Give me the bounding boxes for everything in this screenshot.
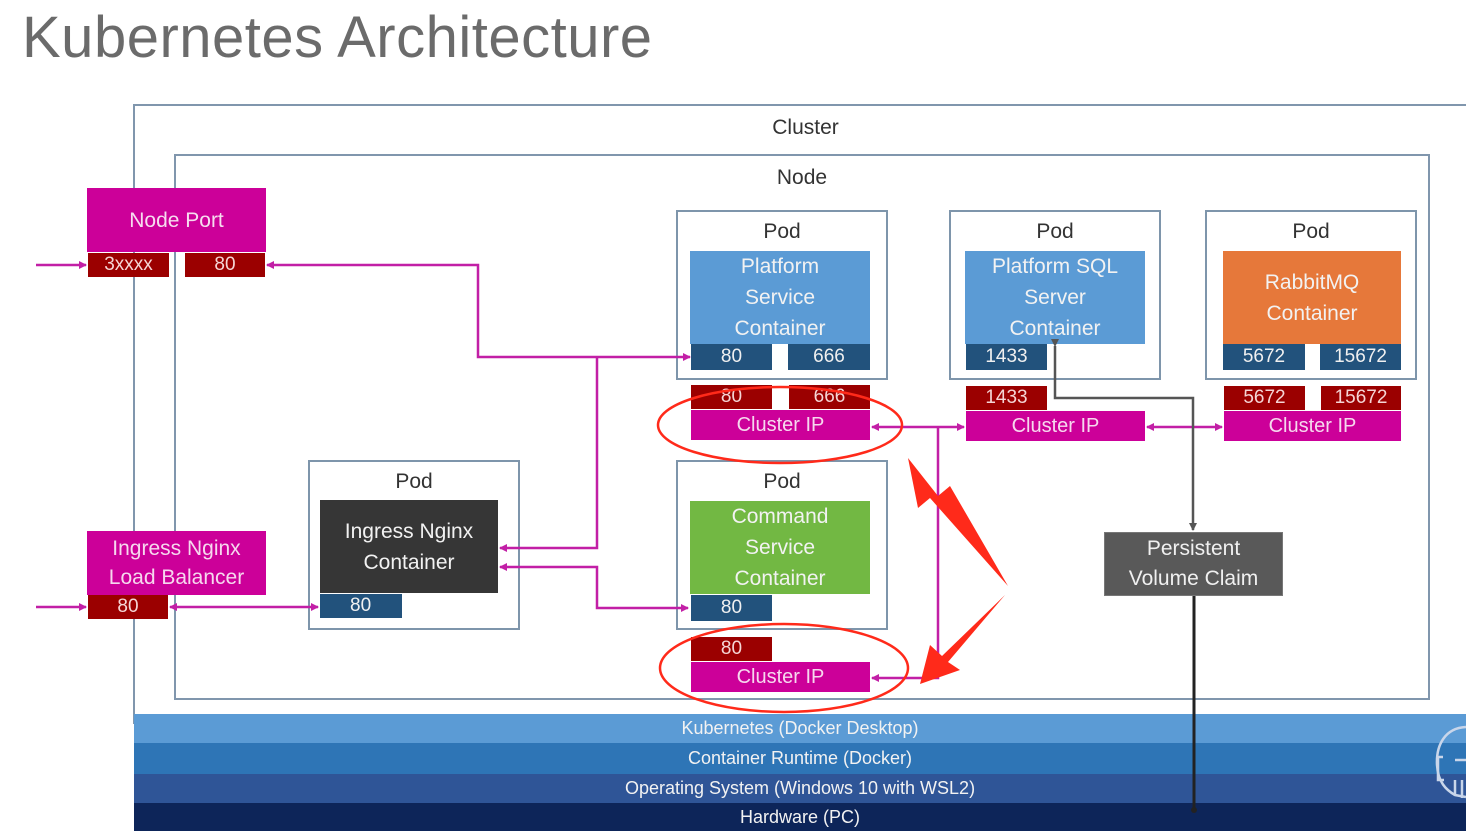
platform-sql-server-container[interactable]: Platform SQL Server Container [965,251,1145,344]
ingress-lb-line1: Ingress Nginx [112,537,241,560]
cluster-ip-label: Cluster IP [736,665,825,688]
layer-label: Container Runtime (Docker) [687,748,913,768]
node-port-80[interactable]: 80 [185,253,265,277]
cluster-label: Cluster [772,116,839,139]
container-line1: Ingress Nginx [344,519,474,543]
slide-title: Kubernetes Architecture [22,5,653,70]
command-service-container[interactable]: Command Service Container [690,501,870,594]
command-cip-port-80[interactable]: 80 [691,637,772,661]
container-line3: Container [734,567,826,590]
sql-cip-port-1433[interactable]: 1433 [966,386,1047,410]
layer-label: Kubernetes (Docker Desktop) [681,718,919,738]
ingress-lb-port-80[interactable]: 80 [88,595,168,619]
pod-label: Pod [1292,220,1330,243]
ingress-load-balancer[interactable]: Ingress Nginx Load Balancer [87,531,266,595]
ingress-container-port-80[interactable]: 80 [320,594,402,618]
container-line3: Container [734,317,826,340]
ingress-nginx-container[interactable]: Ingress Nginx Container [320,500,498,593]
platform-cluster-ip[interactable]: Cluster IP [691,410,870,440]
pod-label: Pod [763,470,801,493]
container-line1: Command [731,505,829,528]
sql-container-port-1433[interactable]: 1433 [966,344,1047,370]
pod-label: Pod [395,470,433,493]
command-container-port-80[interactable]: 80 [691,595,772,621]
node-port-label: Node Port [129,208,224,232]
container-line2: Container [363,550,455,574]
layer-label: Hardware (PC) [739,806,861,827]
annotation-arrow-down [920,595,1005,684]
rabbit-cip-port-15672[interactable]: 15672 [1321,386,1401,410]
layer-hardware: Hardware (PC) [134,803,1466,831]
layer-container-runtime: Container Runtime (Docker) [134,743,1466,774]
rabbitmq-container[interactable]: RabbitMQ Container [1223,251,1401,344]
cluster-ip-label: Cluster IP [736,413,825,436]
rabbit-container-port-5672[interactable]: 5672 [1223,344,1305,370]
container-line1: Platform SQL [991,255,1119,278]
command-cluster-ip[interactable]: Cluster IP [691,662,870,692]
rabbit-cluster-ip[interactable]: Cluster IP [1224,411,1401,441]
node-frame: Node [174,154,1430,700]
container-line2: Server [1024,286,1086,309]
layer-kubernetes: Kubernetes (Docker Desktop) [134,714,1466,743]
annotation-arrow-up [908,458,1008,586]
rabbit-container-port-15672[interactable]: 15672 [1320,344,1401,370]
cluster-ip-label: Cluster IP [1268,414,1357,437]
ingress-to-command [499,563,689,612]
persistent-volume-claim[interactable]: Persistent Volume Claim [1104,532,1283,596]
pod-label: Pod [1036,220,1074,243]
node-label: Node [776,166,828,189]
highlight-ellipse-platform-cip [656,385,904,465]
container-line3: Container [1009,317,1101,340]
platform-container-port-666[interactable]: 666 [788,344,870,370]
ingress-to-platform [499,357,599,552]
container-line2: Service [744,286,816,309]
bus-to-command-cip [871,427,940,682]
container-line2: Service [744,536,816,559]
platform-container-port-80[interactable]: 80 [691,344,772,370]
pvc-line2: Volume Claim [1128,567,1259,590]
layer-operating-system: Operating System (Windows 10 with WSL2) [134,774,1466,803]
container-line2: Container [1266,301,1358,325]
pod-label: Pod [763,220,801,243]
node-port-service[interactable]: Node Port [87,188,266,252]
ingress-lb-line2: Load Balancer [108,566,245,589]
pvc-anchor-dot [1191,807,1197,813]
platform-service-container[interactable]: Platform Service Container [690,251,870,344]
sql-to-pvc [1051,339,1197,531]
container-line1: RabbitMQ [1264,270,1360,294]
nodeport-to-platform [266,261,691,361]
highlight-ellipse-command-cip [658,622,910,714]
logo-icon [1435,725,1466,799]
container-line1: Platform [740,255,820,278]
layer-label: Operating System (Windows 10 with WSL2) [624,778,976,798]
rabbit-cip-port-5672[interactable]: 5672 [1224,386,1305,410]
node-port-3xxxx[interactable]: 3xxxx [88,253,169,277]
pvc-line1: Persistent [1146,537,1241,560]
